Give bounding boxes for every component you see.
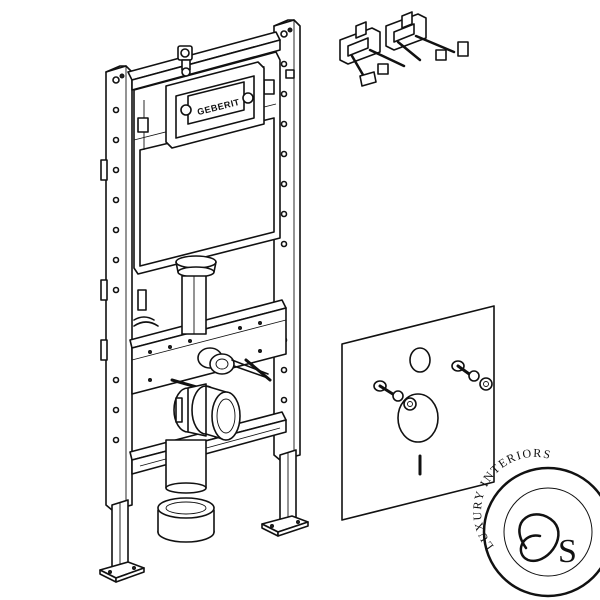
bolt-right: [451, 360, 493, 391]
top-cross-rail: [127, 31, 281, 91]
monogram-letter: S: [558, 533, 577, 570]
wall-fixing-brackets: [339, 11, 469, 87]
water-supply-valve: [177, 45, 193, 77]
bracket-right: [385, 11, 469, 62]
right-frame-foot: [261, 449, 309, 537]
drain-outlet-pipe: [165, 439, 207, 494]
flush-actuator-box: GEBERIT: [165, 61, 265, 149]
left-frame-post: [100, 65, 133, 511]
flush-pipe: [175, 255, 217, 335]
monogram-logo: S: [518, 513, 577, 570]
bracket-left: [339, 21, 406, 87]
side-fittings: [133, 289, 159, 327]
panel-fixing-bolts: [373, 360, 493, 411]
mid-mounting-rail: [129, 299, 287, 395]
left-frame-foot: [99, 499, 145, 583]
sound-insulation-panel: [341, 305, 495, 521]
pipe-coupling: [157, 497, 215, 543]
bolt-left: [373, 380, 417, 411]
drain-bend: [173, 383, 241, 441]
